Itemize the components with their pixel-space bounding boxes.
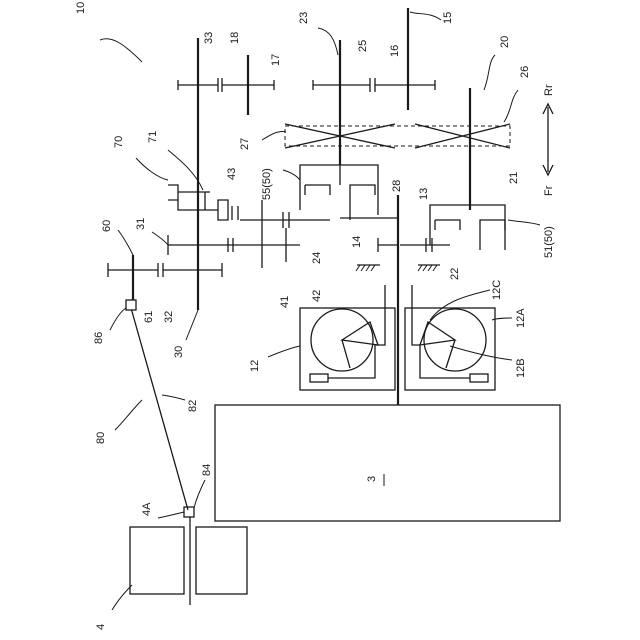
component-4-right [196, 527, 247, 594]
label-21: 21 [508, 172, 520, 184]
label-12B: 12B [515, 358, 527, 378]
engine-block [215, 405, 560, 521]
leader-10 [100, 39, 142, 62]
label-28: 28 [391, 180, 403, 192]
label-70: 70 [113, 136, 125, 148]
label-31: 31 [135, 218, 147, 230]
label-30: 30 [173, 346, 185, 358]
label-20: 20 [499, 36, 511, 48]
clutch-55-left [300, 165, 378, 215]
label-10: 10 [75, 2, 87, 14]
label-17: 17 [270, 54, 282, 66]
label-14: 14 [351, 236, 363, 248]
label-4: 4 [95, 624, 107, 630]
label-3: 3 [366, 476, 378, 482]
leader-82 [162, 395, 185, 400]
pulley-21-cross [415, 124, 510, 148]
label-25: 25 [357, 40, 369, 52]
label-51: 51(50) [543, 226, 555, 258]
leader-84 [194, 480, 205, 508]
label-13: 13 [418, 188, 430, 200]
label-26: 26 [519, 66, 531, 78]
label-12A: 12A [515, 308, 527, 328]
leader-60 [118, 230, 133, 255]
label-71: 71 [147, 131, 159, 143]
leader-70 [136, 158, 168, 180]
label-86: 86 [93, 332, 105, 344]
label-55: 55(50) [261, 168, 273, 200]
leader-4A [158, 512, 184, 518]
label-33: 33 [203, 32, 215, 44]
leader-51 [508, 220, 540, 225]
label-18: 18 [229, 32, 241, 44]
label-22: 22 [449, 268, 461, 280]
label-12: 12 [249, 360, 261, 372]
label-80: 80 [95, 432, 107, 444]
label-43: 43 [226, 168, 238, 180]
label-23: 23 [298, 12, 310, 24]
label-16: 16 [389, 45, 401, 57]
pump-slot-right [470, 374, 488, 382]
label-42: 42 [311, 290, 323, 302]
component-4-left [130, 527, 184, 594]
leader-26 [504, 90, 518, 122]
leader-12 [268, 346, 300, 357]
clutch-55-right [350, 185, 375, 220]
leader-86 [110, 308, 126, 330]
label-32: 32 [163, 311, 175, 323]
clutch-51-left [430, 205, 505, 250]
leader-55 [283, 170, 300, 180]
leader-31 [152, 232, 168, 245]
label-4A: 4A [141, 502, 153, 516]
leader-20 [484, 55, 495, 90]
label-rr: Rr [543, 84, 555, 96]
belt-27 [285, 126, 510, 146]
leader-4 [112, 585, 132, 610]
leader-27 [262, 132, 286, 140]
ground-22-hatch [418, 265, 437, 271]
label-82: 82 [187, 400, 199, 412]
pump-slot-left [310, 374, 328, 382]
leader-23 [318, 28, 338, 55]
leader-30 [186, 310, 198, 340]
label-41: 41 [279, 296, 291, 308]
link-82 [131, 308, 188, 510]
label-12C: 12C [491, 280, 503, 300]
label-24: 24 [311, 252, 323, 264]
label-fr: Fr [543, 185, 555, 196]
leader-15 [410, 12, 441, 20]
label-60: 60 [101, 220, 113, 232]
label-15: 15 [442, 12, 454, 24]
label-84: 84 [201, 464, 213, 476]
ground-14-hatch [356, 265, 375, 271]
sensor-84 [184, 507, 194, 517]
label-27: 27 [239, 138, 251, 150]
label-61: 61 [143, 311, 155, 323]
sensor-86 [126, 300, 136, 310]
leader-80 [115, 400, 142, 430]
clutch-51-right [480, 220, 505, 250]
